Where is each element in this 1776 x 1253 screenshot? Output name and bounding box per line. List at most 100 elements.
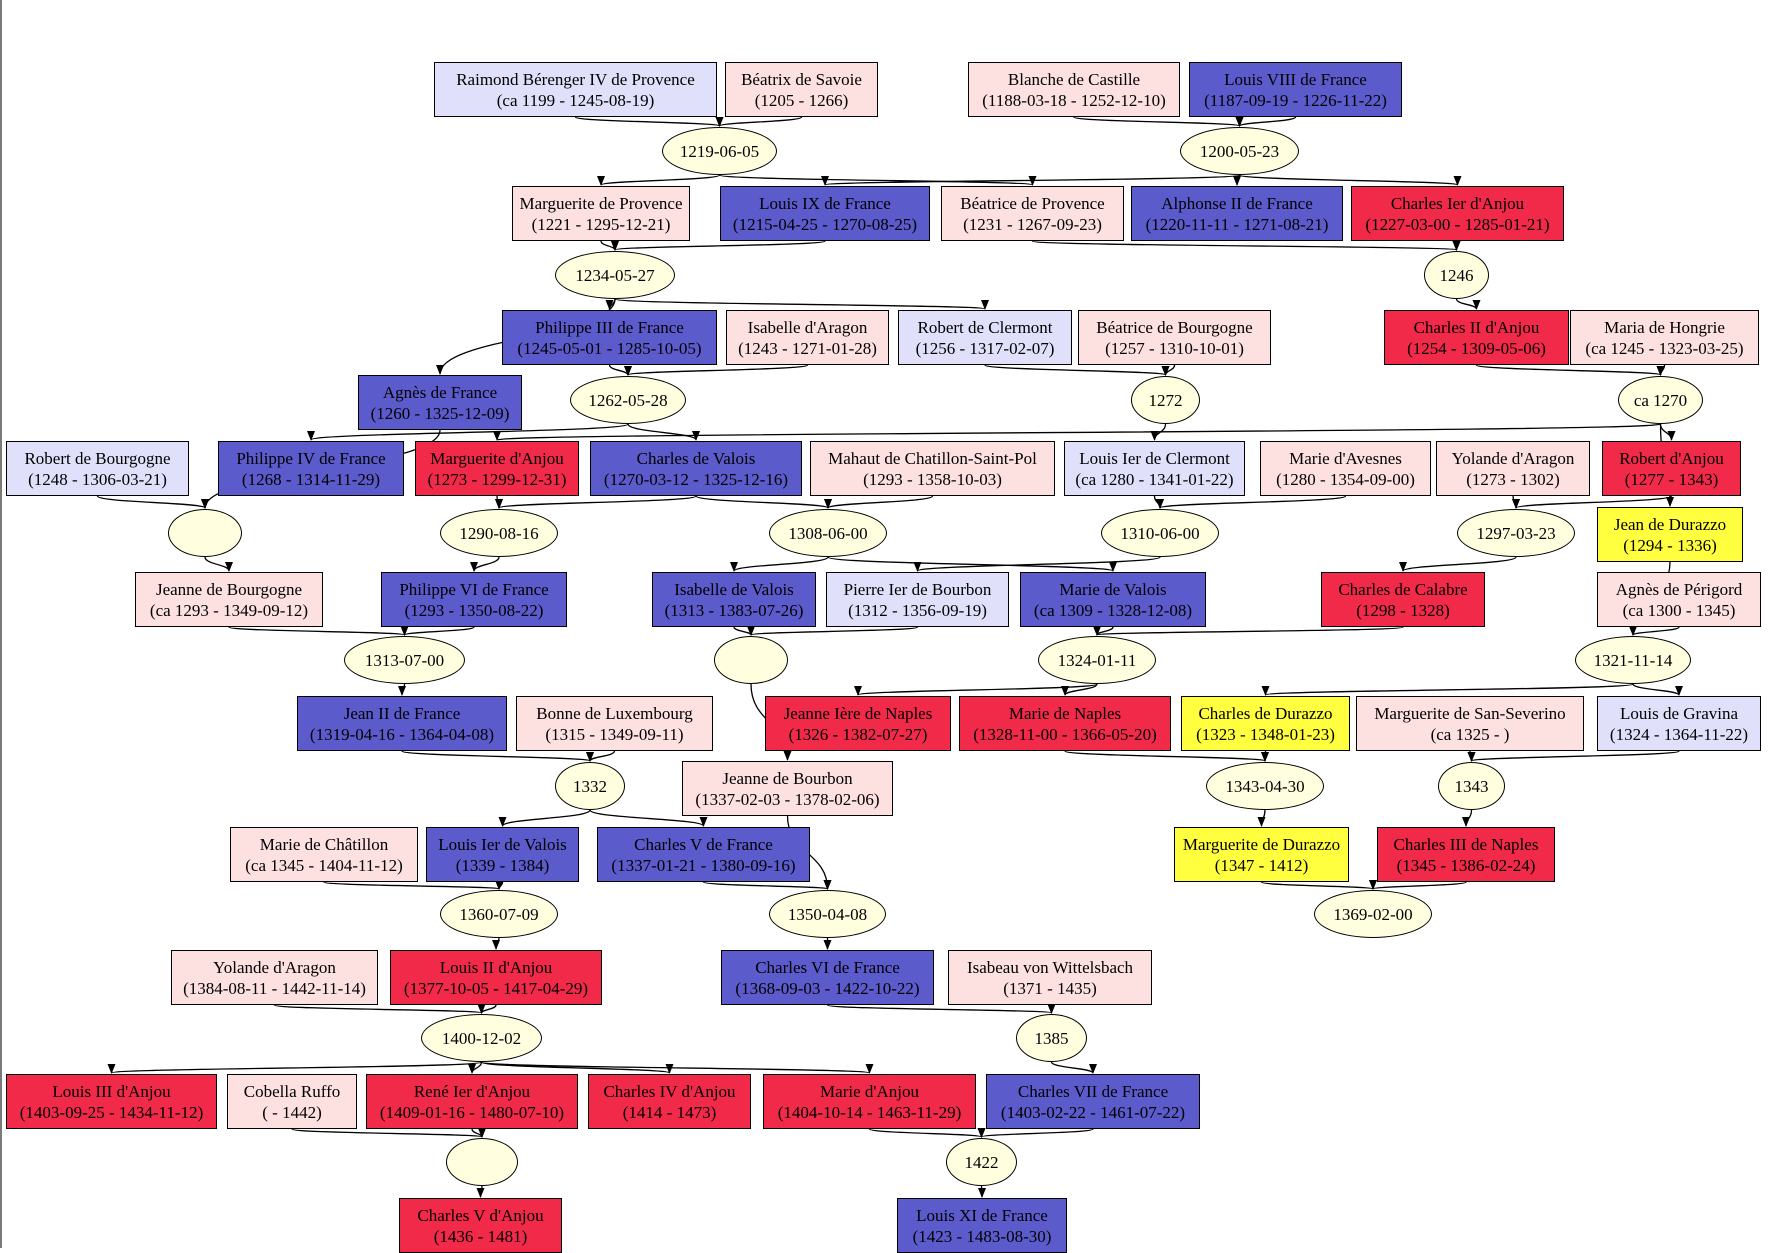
marriage-event-e1332: 1332 [555, 762, 625, 810]
edge-louis9-to-e1234 [611, 240, 826, 251]
person-dates: (1187-09-19 - 1226-11-22) [1204, 91, 1387, 110]
person-charles3-naples: Charles III de Naples(1345 - 1386-02-24) [1377, 827, 1555, 882]
person-marie-naples: Marie de Naples(1328-11-00 - 1366-05-20) [959, 696, 1171, 751]
marriage-event-e1290: 1290-08-16 [440, 509, 558, 557]
person-name: Philippe VI de France [399, 580, 549, 599]
edge-eblank1-to-jeanne_bourgogne [204, 556, 233, 572]
edge-e1385-to-charles7 [1050, 1061, 1097, 1074]
marriage-event-e1422: 1422 [946, 1138, 1017, 1186]
person-dates: (1243 - 1271-01-28) [738, 339, 877, 358]
edge-beatrice_prov-to-e1246 [1031, 240, 1460, 251]
person-dates: (1403-02-22 - 1461-07-22) [1000, 1103, 1186, 1122]
edge-robert_bourgogne-to-eblank1 [96, 495, 209, 509]
person-dates: (1257 - 1310-10-01) [1105, 339, 1244, 358]
edge-beatrix-to-e1219 [715, 116, 803, 127]
person-name: Isabeau von Wittelsbach [966, 958, 1134, 977]
person-dates: (1328-11-00 - 1366-05-20) [973, 725, 1157, 744]
person-charles5-france: Charles V de France(1337-01-21 - 1380-09… [597, 827, 810, 882]
person-name: Marie d'Avesnes [1289, 449, 1402, 468]
edge-e1400-to-louis3_anjou [108, 1061, 483, 1074]
person-dates: (1268 - 1314-11-29) [241, 470, 381, 489]
person-name: Charles IV d'Anjou [603, 1082, 736, 1101]
person-dates: (1248 - 1306-03-21) [28, 470, 167, 489]
person-isabeau: Isabeau von Wittelsbach(1371 - 1435) [948, 950, 1152, 1005]
edge-raimond-to-e1219 [574, 116, 724, 127]
person-dates: (1188-03-18 - 1252-12-10) [982, 91, 1166, 110]
person-beatrix: Béatrix de Savoie(1205 - 1266) [725, 62, 878, 117]
edge-louis8-to-e1200 [1235, 116, 1297, 127]
edge-jean2-to-e1332 [401, 750, 594, 762]
person-name: René Ier d'Anjou [413, 1082, 531, 1101]
person-name: Marguerite de San-Severino [1374, 704, 1566, 723]
edge-e1262-to-philippe4 [307, 423, 629, 441]
person-alphonse2: Alphonse II de France (1220-11-11 - 1271-… [1131, 186, 1343, 241]
edge-e1321-to-louis_gravina [1632, 683, 1683, 696]
person-bonne-lux: Bonne de Luxembourg(1315 - 1349-09-11) [516, 696, 713, 751]
person-louis11: Louis XI de France(1423 - 1483-08-30) [897, 1198, 1067, 1253]
marriage-event-eblank3 [446, 1138, 518, 1186]
person-dates: (1414 - 1473) [622, 1103, 717, 1122]
edge-e1308-to-marie_valois [827, 556, 1117, 572]
person-dates: (1345 - 1386-02-24) [1396, 856, 1536, 875]
person-dates: (1423 - 1483-08-30) [912, 1227, 1052, 1246]
marriage-event-e1310: 1310-06-00 [1101, 509, 1219, 557]
person-name: Raimond Bérenger IV de Provence [456, 70, 695, 89]
edge-e1324-to-marie_naples [1061, 683, 1098, 696]
person-jean2: Jean II de France(1319-04-16 - 1364-04-0… [297, 696, 507, 751]
marriage-event-e1313: 1313-07-00 [344, 636, 465, 684]
edge-marguerite_anjou-to-e1290 [494, 495, 503, 509]
person-louis2-anjou: Louis II d'Anjou(1377-10-05 - 1417-04-29… [390, 950, 602, 1005]
edge-charles6-to-e1385 [826, 1003, 1055, 1014]
person-name: Jeanne Ière de Naples [783, 704, 933, 723]
person-dates: (1319-04-16 - 1364-04-08) [309, 725, 495, 744]
person-maria-hongrie: Maria de Hongrie(ca 1245 - 1323-03-25) [1570, 310, 1759, 365]
person-dates: (1215-04-25 - 1270-08-25) [732, 215, 918, 234]
edge-e1200-to-charles1_anjou [1238, 174, 1462, 186]
edge-e1313-to-jean2 [398, 683, 407, 696]
edge-marguerite_sanseverino-to-e1343 [1467, 750, 1476, 762]
person-name: Charles II d'Anjou [1413, 318, 1540, 337]
person-name: Alphonse II de France [1161, 194, 1313, 213]
person-name: Charles de Valois [636, 449, 756, 468]
person-name: Maria de Hongrie [1604, 318, 1725, 337]
edge-marie_avesnes-to-e1310 [1156, 495, 1347, 509]
edge-charles1_anjou-to-e1246 [1452, 240, 1461, 251]
person-rene1-anjou: René Ier d'Anjou(1409-01-16 - 1480-07-10… [366, 1074, 578, 1129]
person-dates: (1294 - 1336) [1623, 536, 1717, 555]
person-charles2-anjou: Charles II d'Anjou(1254 - 1309-05-06) [1384, 310, 1569, 365]
edge-e1219-to-beatrice_prov [718, 174, 1036, 186]
person-name: Jean de Durazzo [1613, 515, 1727, 534]
marriage-event-e1308: 1308-06-00 [769, 509, 887, 557]
person-jeanne1-naples: Jeanne Ière de Naples (1326 - 1382-07-27) [765, 696, 951, 751]
person-dates: (ca 1345 - 1404-11-12) [245, 856, 403, 875]
edge-louis2_anjou-to-e1400 [477, 1003, 497, 1014]
edge-marguerite_durazzo-to-e1369 [1260, 879, 1377, 890]
person-name: Isabelle d'Aragon [747, 318, 868, 337]
person-name: Charles Ier d'Anjou [1390, 194, 1525, 213]
person-dates: (1256 - 1317-02-07) [915, 339, 1055, 358]
person-name: Marie de Valois [1059, 580, 1167, 599]
edge-charles_valois-to-e1290 [495, 495, 697, 509]
person-philippe4: Philippe IV de France(1268 - 1314-11-29) [218, 441, 404, 496]
person-isabelle-aragon: Isabelle d'Aragon (1243 - 1271-01-28) [726, 310, 889, 365]
person-charles-valois: Charles de Valois(1270-03-12 - 1325-12-1… [590, 441, 802, 496]
person-dates: (1404-10-14 - 1463-11-29) [777, 1103, 962, 1122]
edge-e1200-to-alphonse2 [1233, 174, 1242, 186]
edge-eca1270-to-marguerite_anjou [494, 423, 1662, 441]
person-charles1-anjou: Charles Ier d'Anjou(1227-03-00 - 1285-01… [1351, 186, 1564, 241]
person-dates: (1312 - 1356-09-19) [848, 601, 987, 620]
edge-philippe3-to-e1262 [608, 364, 632, 376]
edge-e1297-to-charles_calabre [1399, 556, 1517, 572]
person-dates: (1293 - 1358-10-03) [863, 470, 1002, 489]
person-dates: (1220-11-11 - 1271-08-21) [1145, 215, 1329, 234]
person-dates: (1326 - 1382-07-27) [788, 725, 928, 744]
edge-philippe6-to-e1313 [400, 625, 475, 636]
person-dates: (1315 - 1349-09-11) [545, 725, 684, 744]
edge-e1234-to-robert_clermont [614, 298, 989, 310]
person-name: Mahaut de Chatillon-Saint-Pol [828, 449, 1037, 468]
person-charles7: Charles VII de France(1403-02-22 - 1461-… [986, 1074, 1200, 1129]
edge-pierre_bourbon-to-eblank2 [747, 625, 919, 636]
person-name: Charles VI de France [755, 958, 900, 977]
person-louis9: Louis IX de France(1215-04-25 - 1270-08-… [720, 186, 930, 241]
